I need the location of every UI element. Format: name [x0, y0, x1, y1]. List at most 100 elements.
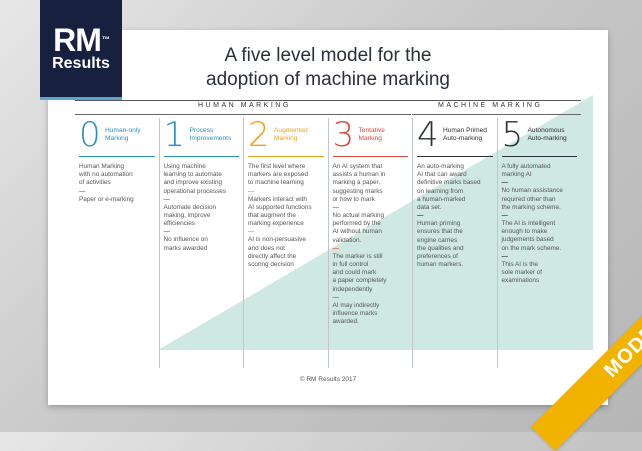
- description-line: Automate decision: [163, 203, 217, 211]
- description-line: No influence on: [163, 236, 208, 244]
- level-underline: [332, 156, 408, 157]
- title-line-2: adoption of machine marking: [206, 69, 450, 90]
- description-line: and improve existing: [163, 179, 223, 187]
- top-divider: [75, 100, 581, 101]
- description-line: learning to automate: [163, 171, 222, 179]
- description-line: sole marker of: [501, 269, 543, 277]
- description-line: on the mark scheme.: [501, 244, 562, 252]
- level-heading-line: Tentative: [358, 127, 385, 134]
- description-line: A fully automated: [501, 163, 551, 170]
- level-heading-line: Marking: [358, 135, 382, 142]
- level-heading-line: Marking: [274, 135, 298, 142]
- human-band-rule: [75, 114, 411, 115]
- description-line: independently: [332, 285, 373, 293]
- level-heading-line: Autonomous: [527, 127, 565, 134]
- separator-dash: —: [332, 244, 339, 252]
- level-underline: [417, 156, 493, 157]
- separator-dash: —: [332, 293, 339, 301]
- description-line: to machine learning: [248, 179, 304, 187]
- rm-results-logo: RM™ Results: [40, 0, 122, 100]
- description-line: judgements based: [501, 236, 554, 244]
- level-number: 5: [501, 115, 524, 155]
- description-line: An AI system that: [332, 163, 383, 170]
- level-underline: [163, 156, 239, 157]
- description-line: with no automation: [79, 171, 133, 179]
- separator-dash: —: [501, 179, 508, 187]
- description-line: The marker is still: [332, 252, 383, 260]
- separator-dash: —: [417, 212, 424, 220]
- description-line: that augment the: [248, 212, 296, 220]
- separator-dash: —: [163, 228, 170, 236]
- description-line: the marking scheme.: [501, 203, 561, 211]
- description-line: data set.: [417, 204, 442, 212]
- description-line: assists a human in: [332, 171, 386, 179]
- description-line: marks awarded: [163, 244, 208, 252]
- description-line: and could mark: [332, 269, 377, 277]
- separator-dash: —: [501, 252, 508, 260]
- machine-marking-label: MACHINE MARKING: [438, 102, 543, 109]
- separator-dash: —: [163, 195, 170, 203]
- description-line: engine carries: [417, 236, 458, 244]
- description-line: ensures that the: [417, 228, 463, 236]
- copyright-footer: © RM Results 2017: [299, 376, 357, 383]
- description-paragraph: Paper or e-marking: [79, 196, 155, 204]
- description-line: on learning from: [417, 187, 464, 195]
- description-line: marking AI: [501, 171, 532, 179]
- description-line: AI without human: [332, 228, 382, 236]
- page-title: A five level model for the adoption of m…: [48, 44, 608, 92]
- separator-dash: —: [501, 212, 508, 220]
- description-line: influence marks: [332, 310, 378, 318]
- description-line: AI may indirectly: [332, 301, 380, 309]
- human-marking-label: HUMAN MARKING: [198, 102, 291, 109]
- description-line: No actual marking: [332, 212, 385, 220]
- level-number: 3: [332, 115, 355, 155]
- description-line: making, improve: [163, 212, 211, 220]
- description-line: efficiencies: [163, 220, 196, 228]
- separator-dash: —: [332, 204, 339, 212]
- description-line: AI supported functions: [248, 203, 312, 211]
- description-line: directly affect the: [248, 252, 297, 260]
- level-heading-line: Human-only: [105, 127, 141, 134]
- level-heading-line: Human Primed: [443, 127, 487, 134]
- description-line: marking a paper,: [332, 179, 381, 187]
- description-line: required other than: [501, 195, 556, 203]
- description-line: No human assistance: [501, 187, 563, 195]
- description-line: marking experience: [248, 220, 304, 228]
- description-line: or how to mark: [332, 195, 375, 203]
- description-line: a human-marked: [417, 195, 466, 203]
- level-heading-line: Process: [189, 127, 214, 134]
- description-line: of activities: [79, 179, 111, 187]
- description-line: human markers.: [417, 261, 464, 269]
- description-line: Markers interact with: [248, 195, 307, 203]
